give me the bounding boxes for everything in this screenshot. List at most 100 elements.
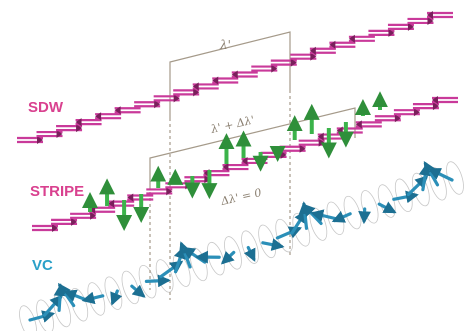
vc-spin-arrow xyxy=(53,283,67,312)
stripe-spin-head xyxy=(108,199,115,208)
stripe-spin-head xyxy=(204,175,211,184)
vc-spin-arrow xyxy=(358,207,371,225)
lambda-plus-bracket xyxy=(149,107,356,186)
stripe-spin xyxy=(393,108,420,117)
sdw-spin-head xyxy=(173,94,180,103)
stripe-spin-head xyxy=(71,217,78,226)
sdw-spin-head xyxy=(192,82,199,91)
stripe-spin-head xyxy=(355,120,362,129)
stripe-spin xyxy=(432,96,458,104)
stripe-spin-head xyxy=(394,114,401,123)
sdw-spin-head xyxy=(290,58,297,67)
sdw-spin xyxy=(407,16,434,25)
sdw-spin-head xyxy=(231,70,238,79)
sdw-spin xyxy=(329,40,356,49)
sdw-spin xyxy=(309,46,336,55)
vc-chain xyxy=(28,160,454,323)
sdw-spin-head xyxy=(76,124,83,133)
vc-spin-arrow xyxy=(427,168,454,182)
sdw-spin xyxy=(387,22,414,31)
sdw-spin xyxy=(212,76,239,85)
sdw-spin xyxy=(427,11,453,19)
stripe-spin xyxy=(184,175,211,184)
vc-spin-arrow xyxy=(418,162,432,192)
stripe-spin-head xyxy=(241,156,248,165)
sdw-label: SDW xyxy=(28,99,64,116)
sdw-spin xyxy=(251,64,278,73)
sdw-spin-head xyxy=(407,22,414,31)
sdw-spin xyxy=(368,28,395,37)
sdw-spin-head xyxy=(309,46,316,55)
vc-spin-arrow xyxy=(331,210,352,223)
vc-helix-ring xyxy=(446,161,464,195)
vc-spin-arrow xyxy=(130,284,146,298)
stripe-spin xyxy=(70,211,97,220)
stripe-spin xyxy=(374,114,401,123)
sdw-spin-head xyxy=(154,100,161,109)
sdw-spin xyxy=(231,70,258,79)
sdw-spin xyxy=(95,112,122,121)
sdw-spin xyxy=(192,82,219,91)
vc-spin-arrow xyxy=(110,289,123,306)
stripe-spin-head xyxy=(127,193,134,202)
sdw-spin-head xyxy=(348,34,355,43)
vc-spin-arrow xyxy=(220,250,236,265)
sdw-spin-head xyxy=(310,52,317,61)
stripe-spin xyxy=(32,224,58,232)
vc-helix-ring xyxy=(241,230,259,264)
lambda-annotation: λ' xyxy=(219,38,231,52)
stripe-spin-head xyxy=(52,224,58,232)
sdw-spin xyxy=(75,118,102,127)
sdw-spin-head xyxy=(329,40,336,49)
sdw-spin-head xyxy=(193,88,200,97)
stripe-spin xyxy=(146,187,173,196)
sdw-spin-head xyxy=(212,76,219,85)
sdw-spin xyxy=(36,130,63,139)
vc-spin-arrow xyxy=(243,245,256,262)
sdw-spin xyxy=(134,100,161,109)
sdw-spin-head xyxy=(56,130,63,139)
stripe-spin xyxy=(222,163,249,172)
sdw-spin-head xyxy=(388,28,395,37)
vc-spin-arrow xyxy=(423,160,440,187)
stripe-spin xyxy=(165,181,192,190)
stripe-spin xyxy=(279,144,306,153)
vc-spin-arrow xyxy=(173,245,187,274)
vc-spin-arrow xyxy=(261,238,285,251)
stripe-spin xyxy=(203,169,230,178)
vc-helix-ring xyxy=(360,190,379,224)
stripe-spin-head xyxy=(166,187,173,196)
sdw-spin xyxy=(270,58,297,67)
sdw-spin xyxy=(56,124,83,133)
stripe-spin xyxy=(241,156,268,165)
stripe-spin-head xyxy=(432,96,438,104)
sdw-spin xyxy=(173,88,200,97)
sdw-spin xyxy=(114,106,141,115)
vc-label: VC xyxy=(32,257,53,274)
sdw-spin-head xyxy=(37,136,43,144)
stripe-spin-head xyxy=(222,163,229,172)
sdw-spin-head xyxy=(95,112,102,121)
delta-zero-annotation: Δλ' = 0 xyxy=(219,186,263,208)
stripe-spin xyxy=(412,102,439,111)
sdw-spin-head xyxy=(427,11,433,19)
vc-spin-arrow xyxy=(392,190,419,204)
stripe-spin xyxy=(260,150,287,159)
stripe-spin xyxy=(51,217,78,226)
stripe-spin-head xyxy=(413,108,420,117)
stripe-spin-head xyxy=(432,102,439,111)
vc-spin-arrow xyxy=(42,294,63,317)
sdw-spin xyxy=(17,136,43,144)
stripe-spin xyxy=(108,199,135,208)
sdw-spin-head xyxy=(271,64,278,73)
stripe-spin xyxy=(355,120,382,129)
stripe-label: STRIPE xyxy=(30,183,84,200)
sdw-spin-head xyxy=(114,106,121,115)
vc-spin-arrow xyxy=(81,291,105,305)
sdw-chain xyxy=(17,11,453,144)
stripe-spin xyxy=(336,126,363,135)
sdw-spin xyxy=(290,52,317,61)
sdw-spin xyxy=(348,34,375,43)
vc-helix-ring xyxy=(104,276,123,310)
